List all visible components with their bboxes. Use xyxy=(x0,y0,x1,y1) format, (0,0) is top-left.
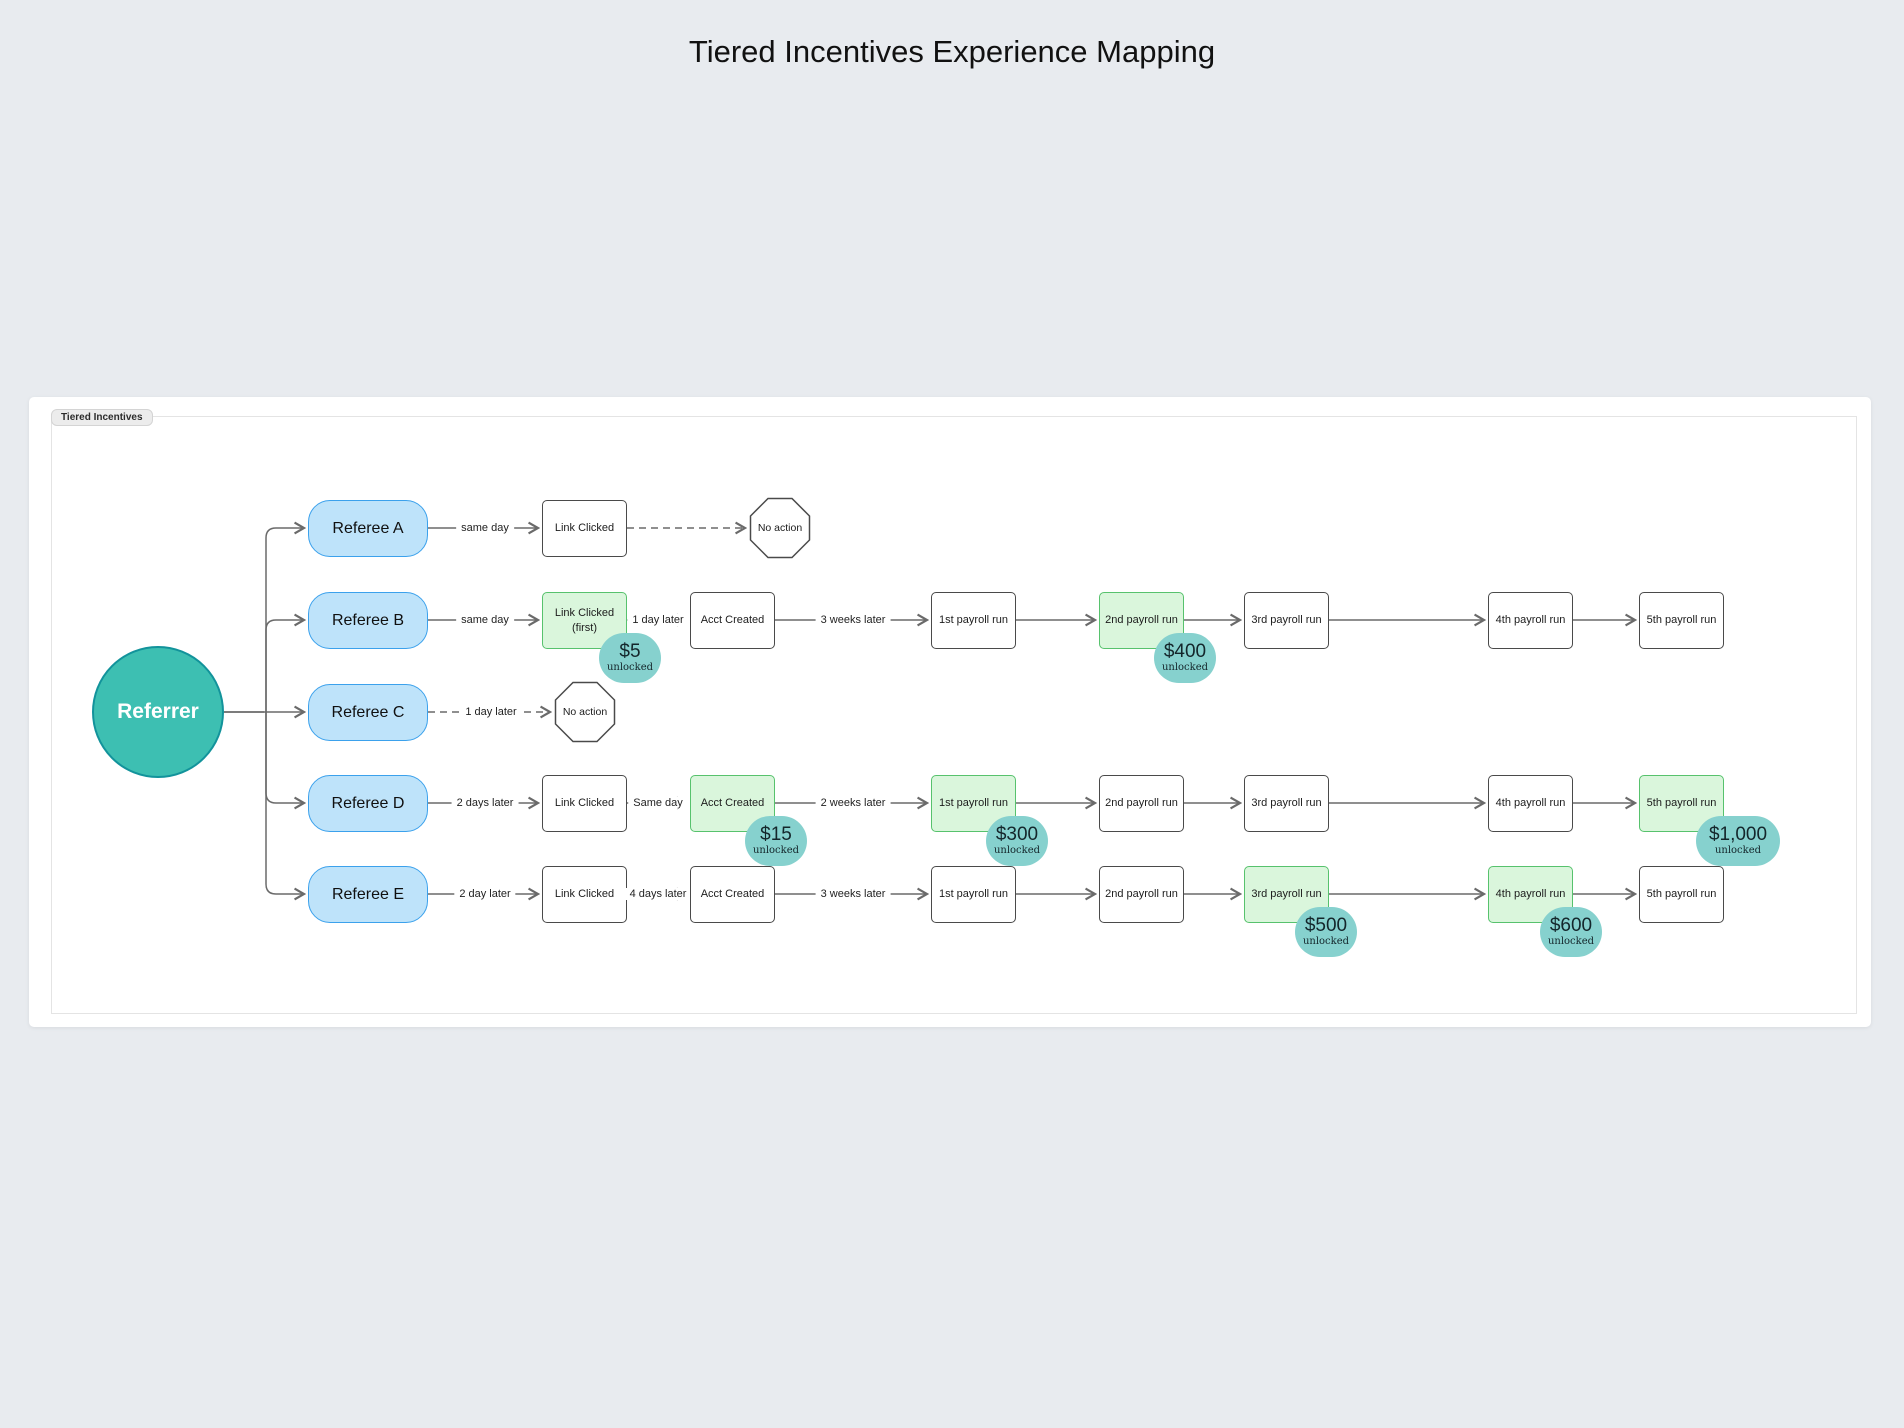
referee-node-d[interactable]: Referee D xyxy=(308,775,428,832)
step-label: 2nd payroll run xyxy=(1105,614,1178,627)
reward-unlocked-label: unlocked xyxy=(1714,844,1762,856)
referrer-label: Referrer xyxy=(117,700,199,723)
reward-pill-b-400[interactable]: $400 unlocked xyxy=(1154,633,1216,683)
referrer-branch-edges xyxy=(224,528,304,894)
reward-unlocked-label: unlocked xyxy=(1547,935,1595,947)
reward-pill-d-1000[interactable]: $1,000 unlocked xyxy=(1696,816,1780,866)
step-box-d-4th-payroll[interactable]: 4th payroll run xyxy=(1488,775,1573,832)
step-box-d-2nd-payroll[interactable]: 2nd payroll run xyxy=(1099,775,1184,832)
step-box-e-5th-payroll[interactable]: 5th payroll run xyxy=(1639,866,1724,923)
edge-label-d-3: 2 weeks later xyxy=(815,797,891,809)
reward-pill-e-600[interactable]: $600 unlocked xyxy=(1540,907,1602,957)
step-box-e-link-clicked[interactable]: Link Clicked xyxy=(542,866,627,923)
edge-label-e-1: 2 day later xyxy=(454,888,516,900)
step-label: Link Clicked xyxy=(554,797,615,810)
reward-unlocked-label: unlocked xyxy=(1161,661,1209,673)
octagon-shape xyxy=(554,681,616,743)
reward-amount: $15 xyxy=(760,824,792,846)
reward-amount: $400 xyxy=(1163,641,1207,663)
reward-unlocked-label: unlocked xyxy=(1302,935,1350,947)
step-label: 3rd payroll run xyxy=(1251,614,1322,627)
step-label: 4th payroll run xyxy=(1495,614,1566,627)
terminal-octagon-c[interactable]: No action xyxy=(554,681,616,743)
step-box-d-3rd-payroll[interactable]: 3rd payroll run xyxy=(1244,775,1329,832)
reward-unlocked-label: unlocked xyxy=(606,661,654,673)
step-box-b-3rd-payroll[interactable]: 3rd payroll run xyxy=(1244,592,1329,649)
step-box-e-acct-created[interactable]: Acct Created xyxy=(690,866,775,923)
step-box-e-1st-payroll[interactable]: 1st payroll run xyxy=(931,866,1016,923)
reward-pill-d-300[interactable]: $300 unlocked xyxy=(986,816,1048,866)
edge-label-b-3: 3 weeks later xyxy=(815,614,891,626)
reward-amount: $5 xyxy=(619,641,641,663)
terminal-octagon-a[interactable]: No action xyxy=(749,497,811,559)
step-label: 3rd payroll run xyxy=(1251,888,1322,901)
step-box-b-4th-payroll[interactable]: 4th payroll run xyxy=(1488,592,1573,649)
edge-label-b-1: same day xyxy=(456,614,514,626)
step-label: Acct Created xyxy=(700,888,765,901)
edge-label-e-3: 3 weeks later xyxy=(815,888,891,900)
step-label: 4th payroll run xyxy=(1495,888,1566,901)
reward-amount: $1,000 xyxy=(1708,824,1768,846)
step-label: 4th payroll run xyxy=(1495,797,1566,810)
step-label: Link Clicked xyxy=(554,607,615,620)
step-label: 5th payroll run xyxy=(1646,797,1717,810)
referee-c-label: Referee C xyxy=(331,703,405,721)
edge-label-c-1: 1 day later xyxy=(460,706,522,718)
referee-b-label: Referee B xyxy=(331,611,405,629)
reward-unlocked-label: unlocked xyxy=(752,844,800,856)
step-label: Link Clicked xyxy=(554,888,615,901)
step-label: Acct Created xyxy=(700,797,765,810)
reward-pill-d-15[interactable]: $15 unlocked xyxy=(745,816,807,866)
reward-pill-b-5[interactable]: $5 unlocked xyxy=(599,633,661,683)
reward-amount: $300 xyxy=(995,824,1039,846)
step-box-d-link-clicked[interactable]: Link Clicked xyxy=(542,775,627,832)
octagon-shape xyxy=(749,497,811,559)
step-box-e-2nd-payroll[interactable]: 2nd payroll run xyxy=(1099,866,1184,923)
reward-amount: $500 xyxy=(1304,915,1348,937)
step-box-a-link-clicked[interactable]: Link Clicked xyxy=(542,500,627,557)
referee-node-a[interactable]: Referee A xyxy=(308,500,428,557)
step-label: 5th payroll run xyxy=(1646,888,1717,901)
page-title: Tiered Incentives Experience Mapping xyxy=(688,34,1216,69)
edge-label-b-2: 1 day later xyxy=(627,614,689,626)
step-label: 2nd payroll run xyxy=(1105,888,1178,901)
step-label: 3rd payroll run xyxy=(1251,797,1322,810)
section-tag[interactable]: Tiered Incentives xyxy=(51,409,153,426)
step-label: Acct Created xyxy=(700,614,765,627)
step-sublabel: (first) xyxy=(571,621,598,634)
referrer-node[interactable]: Referrer xyxy=(92,646,224,778)
reward-pill-e-500[interactable]: $500 unlocked xyxy=(1295,907,1357,957)
step-label: Link Clicked xyxy=(554,522,615,535)
referee-node-b[interactable]: Referee B xyxy=(308,592,428,649)
referee-d-label: Referee D xyxy=(331,794,405,812)
step-label: 1st payroll run xyxy=(938,797,1009,810)
octagon-label: No action xyxy=(562,706,608,718)
edge-label-d-1: 2 days later xyxy=(451,797,519,809)
step-box-b-1st-payroll[interactable]: 1st payroll run xyxy=(931,592,1016,649)
step-box-b-5th-payroll[interactable]: 5th payroll run xyxy=(1639,592,1724,649)
referee-a-label: Referee A xyxy=(332,519,404,537)
step-label: 1st payroll run xyxy=(938,614,1009,627)
referee-e-label: Referee E xyxy=(331,885,405,903)
step-box-d-5th-payroll[interactable]: 5th payroll run xyxy=(1639,775,1724,832)
reward-unlocked-label: unlocked xyxy=(993,844,1041,856)
step-label: 1st payroll run xyxy=(938,888,1009,901)
referee-node-e[interactable]: Referee E xyxy=(308,866,428,923)
reward-amount: $600 xyxy=(1549,915,1593,937)
octagon-label: No action xyxy=(757,522,803,534)
referee-node-c[interactable]: Referee C xyxy=(308,684,428,741)
edge-label-d-2: Same day xyxy=(628,797,688,809)
step-box-b-acct-created[interactable]: Acct Created xyxy=(690,592,775,649)
step-label: 2nd payroll run xyxy=(1105,797,1178,810)
edge-label-a-1: same day xyxy=(456,522,514,534)
edge-label-e-2: 4 days later xyxy=(624,888,692,900)
step-label: 5th payroll run xyxy=(1646,614,1717,627)
step-box-d-acct-created[interactable]: Acct Created xyxy=(690,775,775,832)
